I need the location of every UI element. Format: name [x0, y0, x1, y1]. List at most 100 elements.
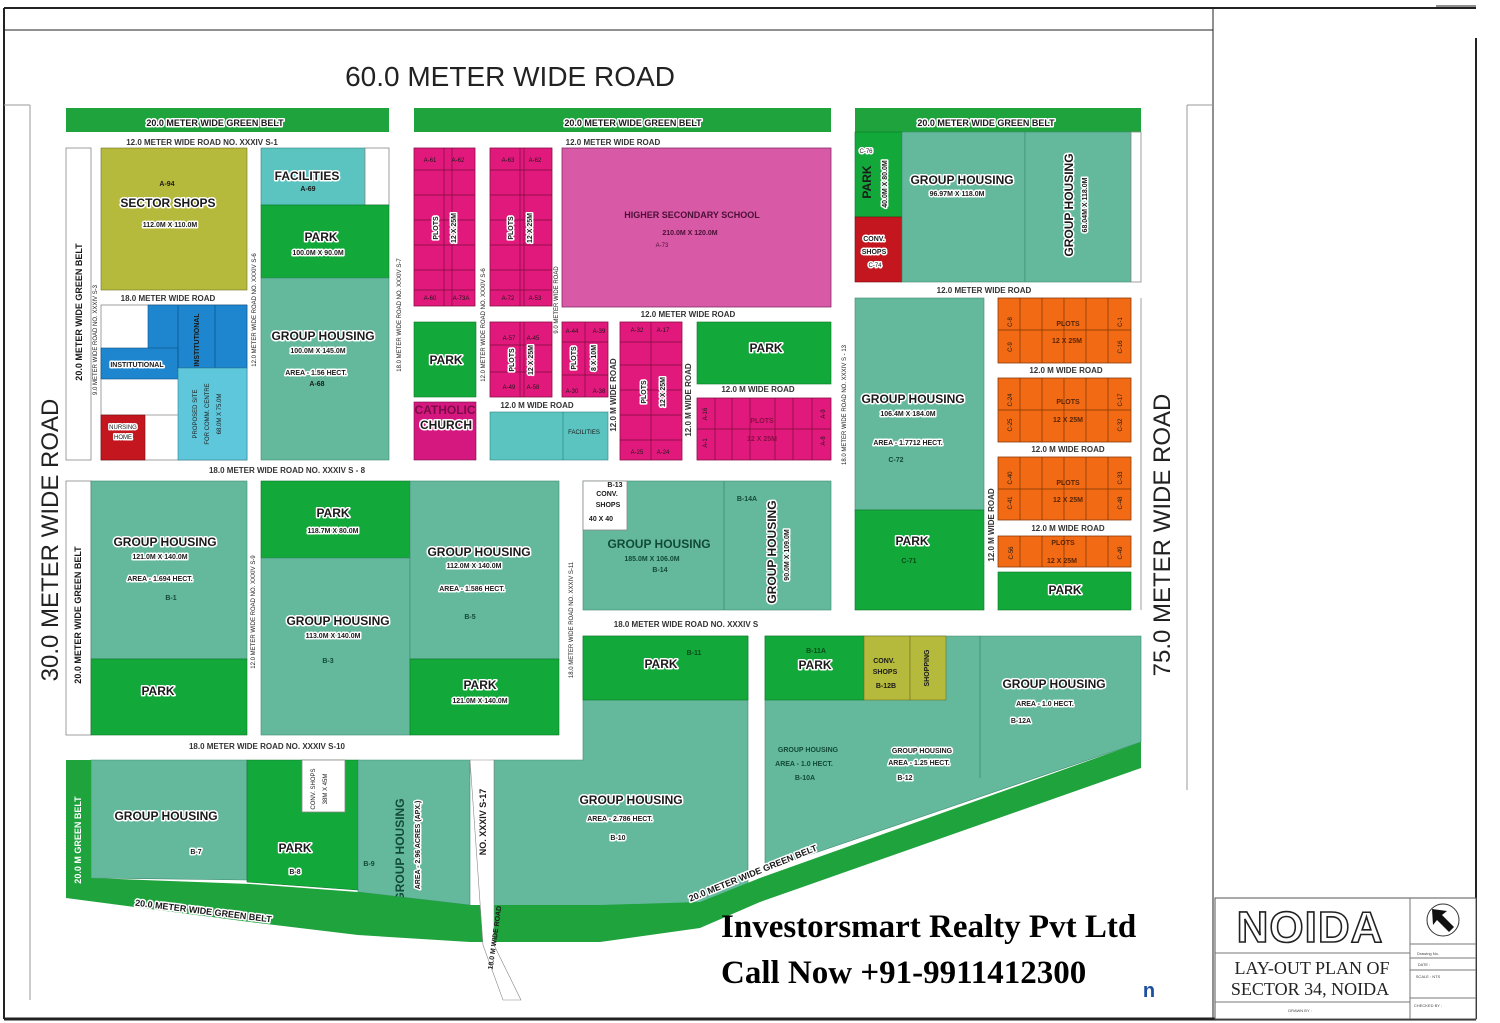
plot-name: CATHOLIC — [414, 403, 475, 417]
plot-name: PARK — [429, 353, 462, 367]
road-label: 12.0 METER WIDE ROAD — [566, 138, 661, 147]
plot-dimensions: 112.0M X 110.0M — [143, 222, 198, 229]
group-housing — [1024, 131, 1132, 283]
green-belt-bottom — [66, 742, 1141, 942]
plot-dimensions: 185.0M X 106.0M — [624, 556, 679, 563]
plot-id: A-30 — [566, 389, 579, 395]
plot-id: A-25 — [631, 450, 644, 456]
road-label: 18.0 METER WIDE ROAD NO. XXXIV S-7 — [397, 258, 403, 372]
plot-id: C-48 — [1118, 496, 1124, 510]
plot-id: A-32 — [631, 328, 644, 334]
green-belt-top-1 — [66, 108, 389, 132]
drawing-no-label: Drawing No. — [1417, 951, 1439, 956]
plot-name: GROUP HOUSING — [579, 793, 682, 807]
park-a — [260, 204, 390, 279]
road-label: NO. XXXIV S-17 — [478, 789, 488, 856]
plot-id: C-72 — [888, 457, 903, 464]
road-label: 12.0 M WIDE ROAD — [609, 358, 618, 432]
road-label: 12.0 METER WIDE ROAD NO. XXXIV S-6 — [481, 268, 487, 382]
plot-name: GROUP HOUSING — [765, 500, 779, 603]
higher-secondary-school — [561, 147, 832, 308]
conv-shops-c74 — [854, 216, 903, 283]
plot-dimensions: 118.7M X 80.0M — [308, 528, 359, 535]
plot-id: C-33 — [1118, 471, 1124, 485]
plot-name: CHURCH — [420, 418, 472, 432]
road-label: 12.0 METER WIDE ROAD — [937, 286, 1032, 295]
plots-a1-a16 — [696, 397, 832, 461]
plot-name: INSTITUTIONAL — [110, 362, 164, 369]
plot-name: PLOTS — [1056, 399, 1080, 406]
plot-dimensions: 112.0M X 140.0M — [447, 563, 502, 570]
green-belt-label: 20.0 METER WIDE GREEN BELT — [74, 243, 84, 381]
plot-id: C-74 — [868, 263, 882, 269]
road-label: 12.0 METER WIDE ROAD NO. XXXIV S-9 — [251, 555, 257, 669]
plot-name: PARK — [141, 684, 174, 698]
plot-id: A-53 — [529, 296, 542, 302]
plot-facilities — [489, 411, 609, 461]
plot-dimensions: 8 X 10M — [591, 345, 598, 371]
plot-area: AREA - 1.694 HECT. — [127, 576, 193, 583]
plot-id: A-49 — [503, 385, 516, 391]
plot-name: CONV. — [863, 236, 885, 243]
road-label: 9.0 METER WIDE ROAD — [554, 266, 560, 334]
plot-dimensions: 40.0M X 80.0M — [882, 160, 889, 208]
plot-name: PARK — [278, 841, 311, 855]
green-belt-top-2 — [414, 108, 831, 132]
plot-id: B-3 — [322, 658, 333, 665]
plot-id: B-12A — [1011, 718, 1031, 725]
plot-name: PARK — [316, 506, 349, 520]
plot-id: C-1 — [1118, 317, 1124, 327]
plot-id: C-17 — [1118, 393, 1124, 407]
plot-id: B-10A — [795, 775, 815, 782]
plot-name: SHOPS — [862, 249, 887, 256]
watermark-company: Investorsmart Realty Pvt Ltd — [721, 909, 1136, 945]
road-label: 12.0 M WIDE ROAD — [684, 363, 693, 437]
plot-id: A-57 — [503, 336, 516, 342]
plot-id: A-62 — [529, 158, 542, 164]
park — [409, 658, 560, 736]
plot-id: C-41 — [1008, 496, 1014, 510]
plot-name: PARK — [895, 534, 928, 548]
plot-dimensions: 12 X 25M — [1053, 417, 1083, 424]
plot-name: PLOTS — [433, 216, 440, 240]
plot-name: GROUP HOUSING — [607, 537, 710, 551]
plots-c49-c56 — [997, 535, 1132, 568]
group-housing-c72 — [854, 297, 985, 511]
plot-name: SHOPPING — [924, 649, 931, 687]
plot-name: PARK — [644, 657, 677, 671]
road-label: 18.0 METER WIDE ROAD NO. XXXIV S — [614, 620, 759, 629]
conv-shops-b12b — [863, 635, 911, 701]
plot-id: A-69 — [300, 186, 315, 193]
plot-id: A-73A — [453, 296, 470, 302]
plots-a63-a53 — [489, 147, 553, 307]
plot-name: PLOTS — [641, 380, 648, 404]
plot-dimensions: 210.0M X 120.0M — [662, 230, 717, 237]
road-label-left: 30.0 METER WIDE ROAD — [37, 399, 64, 682]
plot-id: B-5 — [464, 614, 475, 621]
park-c71 — [854, 509, 985, 611]
plot-name: SECTOR SHOPS — [120, 196, 215, 210]
park-b11a — [764, 635, 865, 701]
plot-id: C-49 — [1118, 546, 1124, 560]
plots-a61-a60 — [413, 147, 476, 307]
plot-dimensions: 12 X 25M — [451, 213, 458, 243]
plot-name: HIGHER SECONDARY SCHOOL — [624, 210, 760, 220]
plot-name: NURSING — [109, 425, 137, 431]
road-label: 12.0 METER WIDE ROAD NO. XXXIV S-6 — [252, 253, 258, 367]
plot-name: CONV. — [873, 658, 895, 665]
plot-dimensions: 90.0M X 109.0M — [784, 529, 791, 581]
plot-name: FACILITIES — [275, 169, 340, 183]
plot-dimensions: 100.0M X 90.0M — [292, 250, 344, 257]
park — [696, 321, 832, 385]
plot-id: B-12 — [897, 775, 912, 782]
plot-dimensions: 12 X 25M — [660, 377, 667, 407]
plot-id: C-32 — [1118, 418, 1124, 432]
plot-name: INSTITUTIONAL — [194, 313, 201, 367]
plot-name: GROUP HOUSING — [1002, 677, 1105, 691]
plot-id: A-38 — [593, 389, 606, 395]
road-label: 12.0 M WIDE ROAD — [987, 488, 996, 562]
park — [413, 321, 477, 398]
scale-label: SCALE : NTS — [1416, 974, 1441, 979]
plot-area: AREA - 1.25 HECT. — [888, 760, 950, 767]
